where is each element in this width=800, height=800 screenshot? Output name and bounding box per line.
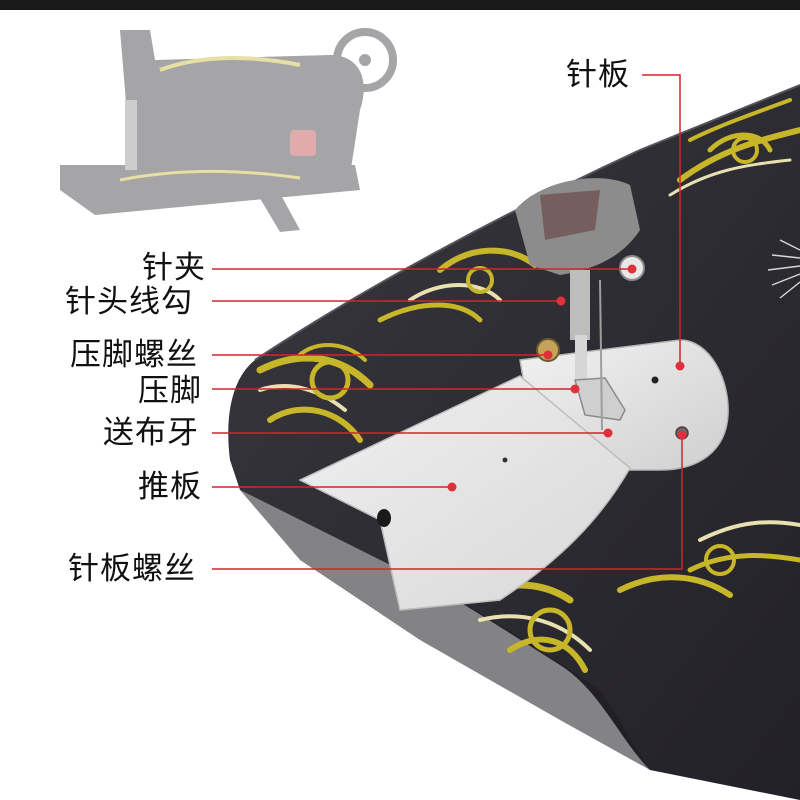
marker-needle-plate — [675, 361, 685, 371]
label-needle-thread-hook: 针头线勾 — [65, 284, 193, 320]
label-needle-plate: 针板 — [566, 57, 630, 93]
marker-needle-clamp — [627, 264, 637, 274]
label-feed-dog: 送布牙 — [103, 415, 199, 451]
leader-needle-plate-screw — [212, 435, 683, 570]
leader-needle-plate — [642, 74, 681, 366]
label-presser-foot: 压脚 — [138, 373, 202, 409]
machine-thumbnail — [60, 28, 397, 232]
marker-feed-dog — [603, 428, 613, 438]
label-presser-foot-screw: 压脚螺丝 — [70, 337, 198, 373]
top-border — [0, 0, 800, 10]
label-needle-clamp: 针夹 — [142, 250, 206, 286]
label-slide-plate: 推板 — [138, 469, 202, 505]
marker-needle-thread-hook — [556, 296, 566, 306]
marker-presser-foot-screw — [543, 350, 553, 360]
marker-slide-plate — [447, 482, 457, 492]
marker-presser-foot — [570, 384, 580, 394]
sunburst-decoration — [767, 239, 800, 299]
presser-assembly — [515, 178, 645, 431]
label-needle-plate-screw: 针板螺丝 — [68, 551, 196, 587]
gold-ornaments — [256, 98, 800, 673]
marker-dots — [447, 264, 687, 492]
marker-needle-plate-screw — [677, 430, 687, 440]
slide-plate-part — [298, 375, 631, 611]
leader-lines — [212, 74, 683, 570]
